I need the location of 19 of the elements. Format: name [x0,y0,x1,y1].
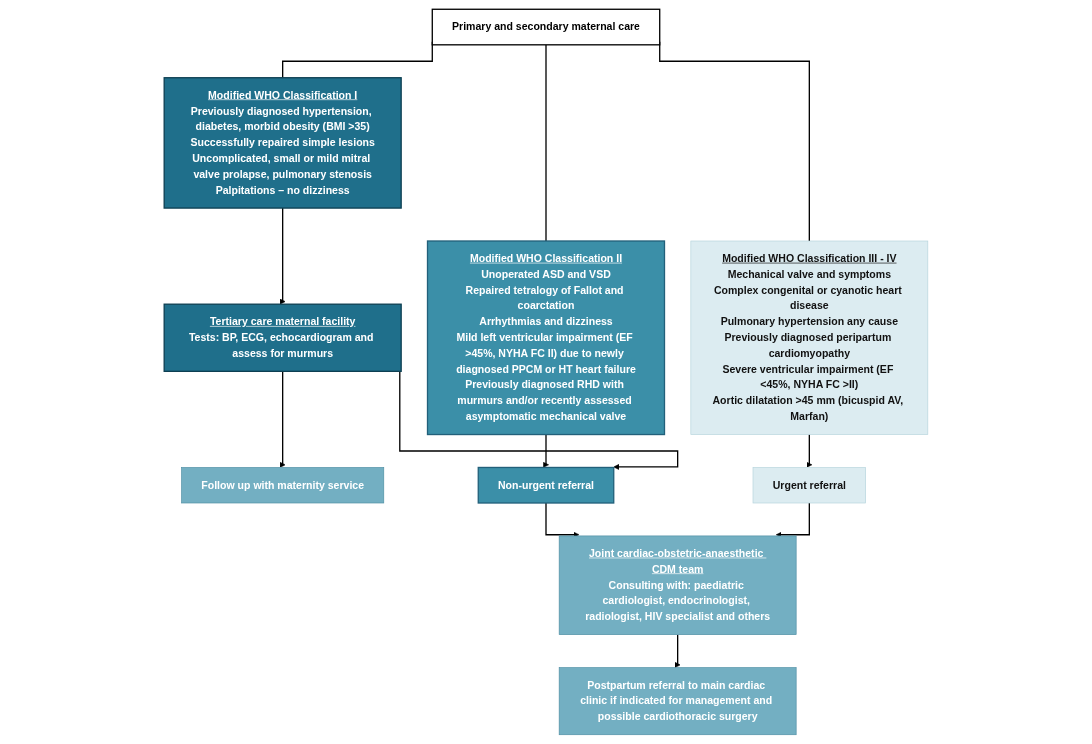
arrow [543,433,549,468]
arrow [279,207,286,305]
arrow [279,370,286,468]
arrow [806,433,813,468]
node-box: Modified WHO Classification I Previously diagnosed hypertension, diabetes, morbid obesity (BMI >35) Successfully repaired simple lesions Uncomplicated, small or mild mitral valve prolapse, pulmonary stenosis Palpitations – no dizziness [163,77,402,209]
node-box: Postpartum referral to main cardiac clinic if indicated for management and possible cardiothoracic surgery [558,667,797,736]
arrow [399,370,679,470]
node-box: Modified WHO Classification II Unoperated ASD and VSD Repaired tetralogy of Fallot and coarctation Arrhythmias and dizziness Mild left ventricular impairment (EF >45%, NYHA FC II) due to newly diagnosed PPCM or HT heart failure Previously diagnosed RHD with murmurs and/or recently assessed asymptomatic mechanical valve [426,240,666,436]
node-box: Primary and secondary maternal care [431,8,661,46]
node-box: Tertiary care maternal facility Tests: BP, ECG, echocardiogram and assess for murmurs [163,303,402,372]
node-box: Modified WHO Classification III - IV Mechanical valve and symptoms Complex congenital or cyanotic heart disease Pulmonary hypertension any cause Previously diagnosed peripartum cardiomyopathy Severe ventricular impairment (EF <45%, NYHA FC >II) Aortic dilatation >45 mm (bicuspid AV, Marfan) [690,240,929,435]
node-box: Urgent referral [752,467,866,504]
node-box: Non-urgent referral [477,466,615,504]
arrow [775,502,810,538]
connector [545,44,547,242]
arrow [674,634,681,668]
arrow [545,502,580,538]
node-box: Joint cardiac-obstetric-anaesthetic CDM team Consulting with: paediatric cardiologist, endocrinologist, radiologist, HIV specialist and others [558,535,797,635]
node-box: Follow up with maternity service [181,467,385,504]
